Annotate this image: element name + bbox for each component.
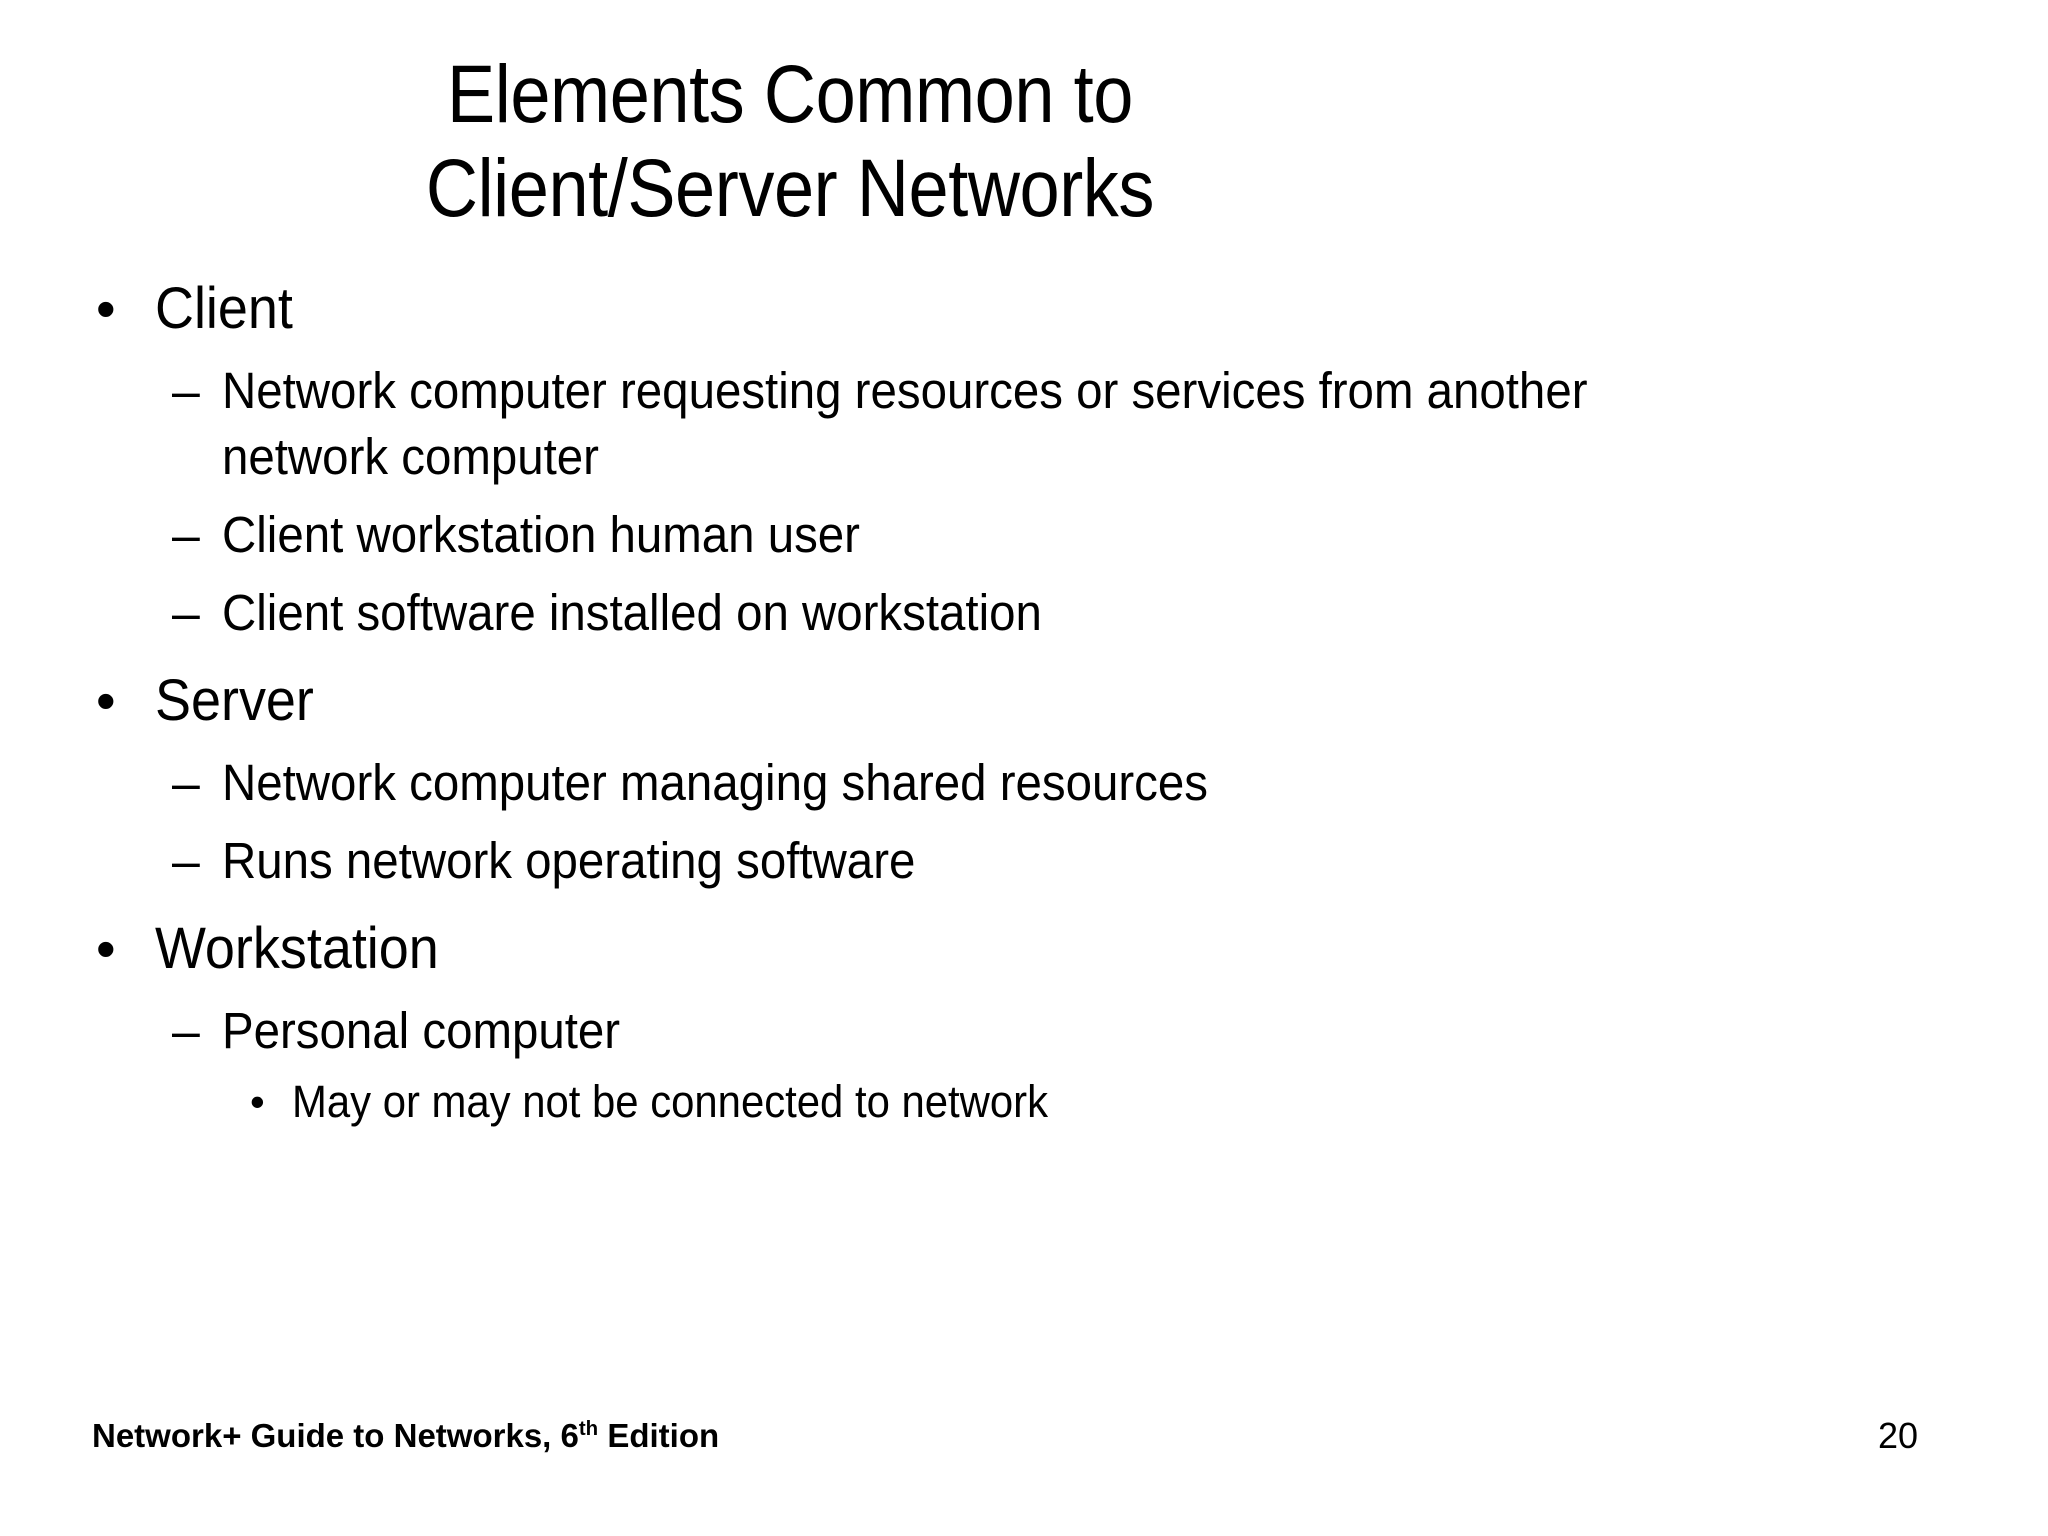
bullet-text: Client: [155, 276, 293, 341]
bullet-level2-runs-network-operating-software: – Runs network operating software: [0, 828, 2048, 894]
title-line-2: Client/Server Networks: [425, 143, 1155, 234]
footer-book-title: Network+ Guide to Networks, 6: [92, 1417, 579, 1454]
slide-footer: Network+ Guide to Networks, 6th Edition …: [0, 1414, 2048, 1474]
footer-edition-word: Edition: [598, 1417, 720, 1454]
bullet-dash-icon: –: [172, 1003, 200, 1059]
bullet-level2-client-workstation-human-user: – Client workstation human user: [0, 502, 2048, 568]
bullet-level2-personal-computer: – Personal computer: [0, 998, 2048, 1064]
footer-edition-ordinal: th: [578, 1417, 599, 1440]
bullet-text: Client workstation human user: [222, 506, 860, 563]
bullet-level2-network-computer-requesting: – Network computer requesting resources …: [0, 358, 2048, 490]
bullet-text: Runs network operating software: [222, 832, 916, 889]
slide-title: Elements Common to Client/Server Network…: [0, 48, 1580, 236]
bullet-dot-icon: •: [250, 1078, 265, 1125]
bullet-text: Workstation: [155, 916, 439, 981]
bullet-level1-workstation: • Workstation: [0, 912, 2048, 986]
bullet-text: Server: [155, 668, 314, 733]
bullet-dot-icon: •: [96, 917, 116, 980]
bullet-dot-icon: •: [96, 277, 116, 340]
bullet-text: May or may not be connected to network: [292, 1076, 1049, 1127]
bullet-dash-icon: –: [172, 755, 200, 811]
bullet-level2-client-software-installed: – Client software installed on workstati…: [0, 580, 2048, 646]
bullet-dash-icon: –: [172, 833, 200, 889]
bullet-text: Client software installed on workstation: [222, 584, 1042, 641]
slide-body: • Client – Network computer requesting r…: [0, 272, 2048, 1132]
bullet-dash-icon: –: [172, 507, 200, 563]
bullet-text: Network computer requesting resources or…: [222, 362, 1588, 485]
bullet-level2-network-computer-managing: – Network computer managing shared resou…: [0, 750, 2048, 816]
bullet-dash-icon: –: [172, 585, 200, 641]
bullet-level1-server: • Server: [0, 664, 2048, 738]
bullet-text: Network computer managing shared resourc…: [222, 754, 1208, 811]
bullet-text: Personal computer: [222, 1002, 621, 1059]
bullet-level1-client: • Client: [0, 272, 2048, 346]
title-line-1: Elements Common to: [447, 49, 1133, 140]
bullet-dot-icon: •: [96, 669, 116, 732]
slide-page-number: 20: [1878, 1415, 1919, 1456]
footer-source-text: Network+ Guide to Networks, 6th Edition: [92, 1414, 719, 1458]
bullet-dash-icon: –: [172, 363, 200, 419]
bullet-level3-may-or-may-not-be-connected: • May or may not be connected to network: [0, 1072, 2048, 1132]
